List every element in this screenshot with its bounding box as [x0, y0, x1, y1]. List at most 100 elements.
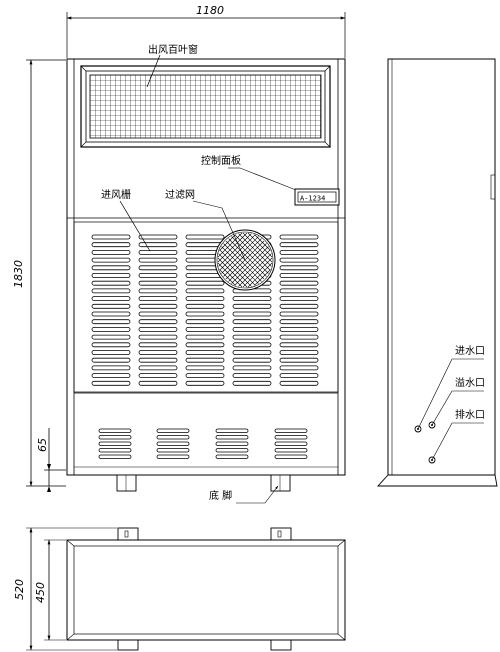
filter-mesh-line [242, 257, 273, 288]
grille-slot [185, 350, 225, 355]
grille-slot [91, 257, 131, 263]
grille-slot [232, 334, 272, 340]
vent-slot [156, 441, 190, 446]
base-height-dimension-label: 65 [36, 438, 49, 452]
vent-slot [156, 428, 190, 433]
grille-slot [232, 350, 272, 355]
grille-slot [138, 319, 178, 325]
control-panel-display: A-1234 [300, 195, 325, 203]
grille-slot [279, 280, 319, 286]
grille-slot [138, 365, 178, 371]
grille-slot [91, 234, 131, 240]
grille-slot [185, 303, 225, 309]
top-view: 520 450 [13, 527, 346, 651]
side-view: 进水口 溢水口 排水口 [376, 58, 498, 487]
top-view-body [66, 539, 346, 641]
grille-slot [185, 280, 225, 286]
grille-slot [279, 257, 319, 263]
vent-slot [274, 435, 308, 440]
vent-slot [274, 441, 308, 446]
grille-slot [138, 242, 178, 248]
grille-slot [91, 265, 131, 271]
grille-slot [138, 342, 178, 348]
filter-mesh-line [218, 253, 252, 287]
base-feet-label: 底 脚 [209, 489, 232, 502]
grille-slot [138, 380, 178, 386]
vent-slot [215, 448, 249, 453]
drain-port [428, 456, 436, 464]
water-inlet-label: 进水口 [455, 345, 485, 357]
grille-slot [138, 280, 178, 286]
grille-slot [91, 342, 131, 348]
grille-slot [232, 296, 272, 302]
grille-slot [91, 288, 131, 294]
grille-slot [279, 357, 319, 363]
filter-mesh-line [219, 269, 236, 286]
outlet-louver [80, 65, 331, 148]
grille-slot [232, 365, 272, 371]
vent-slot [215, 428, 249, 433]
grille-slot [91, 303, 131, 309]
control-panel: A-1234 [294, 188, 340, 206]
grille-slot [138, 311, 178, 317]
grille-slot [138, 350, 178, 355]
grille-slot [279, 350, 319, 355]
grille-slot [91, 296, 131, 302]
grille-slot [91, 380, 131, 386]
grille-slot [185, 365, 225, 371]
vent-slot [274, 448, 308, 453]
grille-slot [232, 380, 272, 386]
grille-slot [138, 249, 178, 255]
vent-slot [215, 435, 249, 440]
grille-slot [232, 357, 272, 363]
water-inlet-port [414, 425, 422, 433]
grille-slot [279, 342, 319, 348]
grille-slot [279, 365, 319, 371]
grille-slot [279, 234, 319, 240]
grille-slot [185, 380, 225, 386]
grille-slot [138, 288, 178, 294]
grille-slot [279, 303, 319, 309]
width-dimension-label: 1180 [196, 4, 224, 17]
grille-slot [91, 280, 131, 286]
grille-slot [185, 373, 225, 379]
intake-grille [91, 234, 319, 386]
grille-slot [279, 319, 319, 325]
grille-slot [138, 373, 178, 379]
filter-mesh-line [254, 269, 271, 286]
grille-slot [138, 296, 178, 302]
grille-slot [138, 357, 178, 363]
filter-mesh-line [217, 262, 243, 288]
grille-slot [279, 265, 319, 271]
bottom-vents [98, 428, 308, 459]
vent-slot [156, 435, 190, 440]
grille-slot [185, 357, 225, 363]
filter-mesh-line [217, 257, 248, 288]
grille-slot [91, 242, 131, 248]
vent-slot [156, 454, 190, 459]
grille-slot [232, 311, 272, 317]
grille-slot [185, 296, 225, 302]
grille-slot [138, 326, 178, 332]
vent-slot [215, 454, 249, 459]
grille-slot [185, 326, 225, 332]
grille-slot [279, 334, 319, 340]
grille-slot [91, 357, 131, 363]
drain-label: 排水口 [455, 408, 485, 421]
overflow-label: 溢水口 [455, 376, 485, 389]
vent-slot [274, 428, 308, 433]
vent-slot [98, 428, 132, 433]
grille-slot [91, 365, 131, 371]
grille-slot [185, 342, 225, 348]
depth-body-dimension-label: 450 [34, 582, 47, 603]
front-feet [116, 474, 291, 492]
grille-slot [279, 380, 319, 386]
grille-slot [91, 334, 131, 340]
water-ports [414, 421, 436, 464]
grille-slot [232, 342, 272, 348]
grille-slot [279, 373, 319, 379]
control-panel-label: 控制面板 [201, 154, 241, 167]
intake-grille-label: 进风栅 [101, 188, 131, 201]
grille-slot [91, 350, 131, 355]
